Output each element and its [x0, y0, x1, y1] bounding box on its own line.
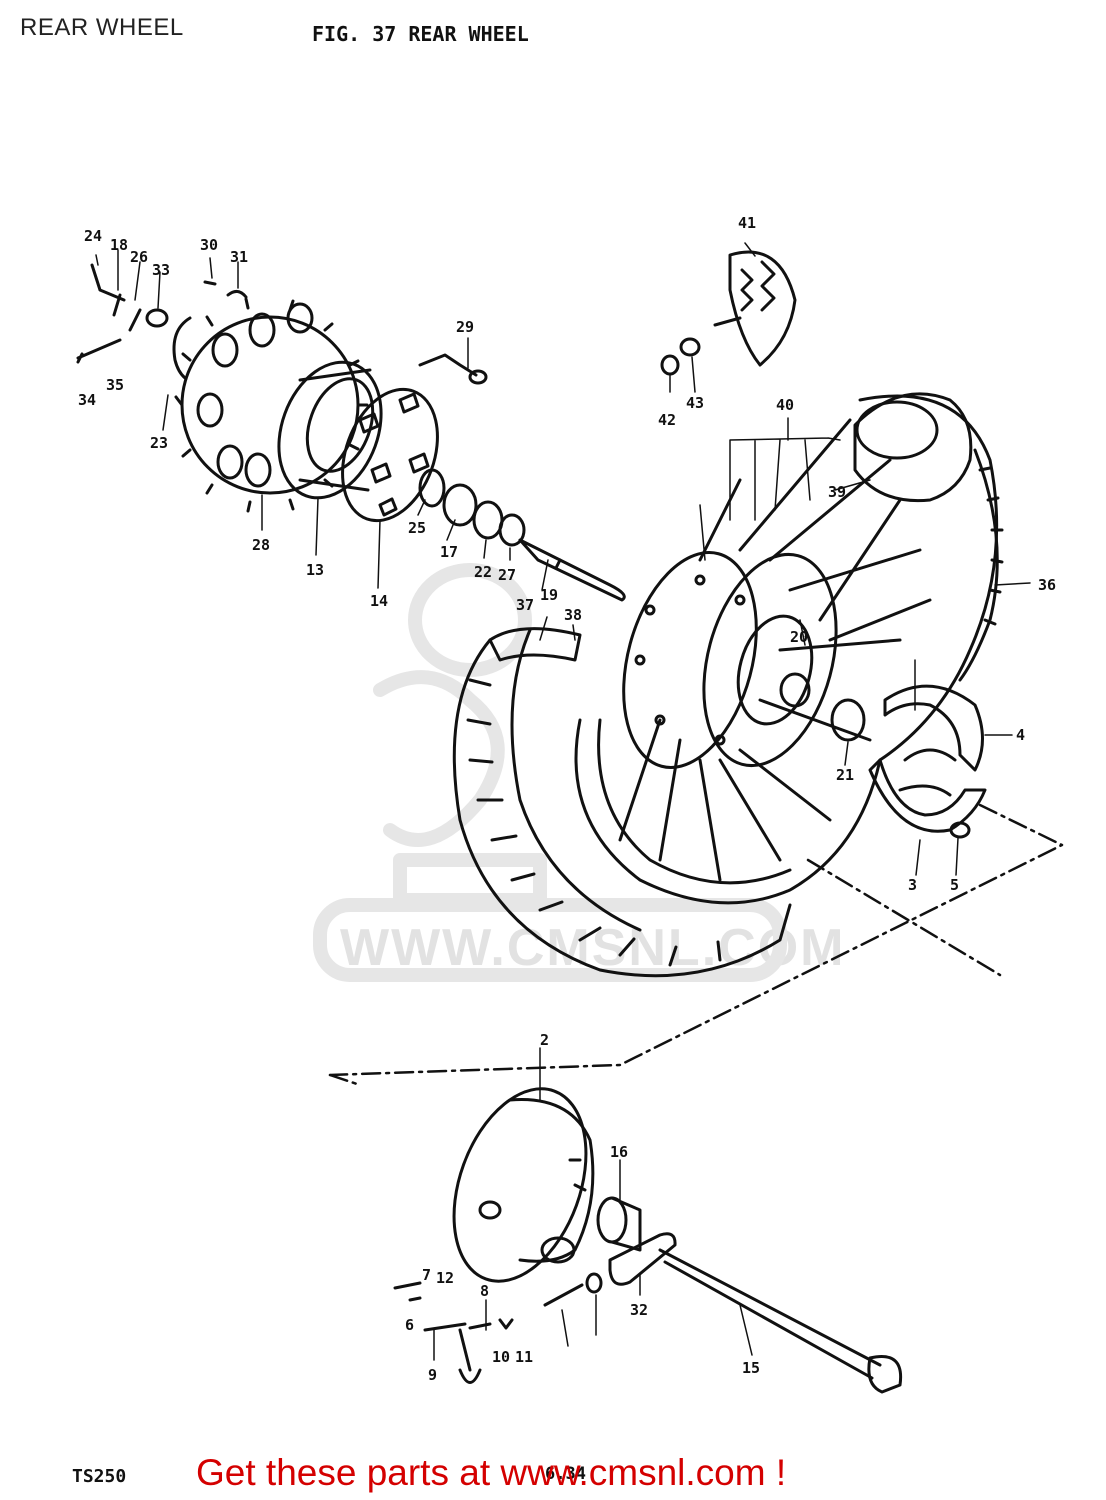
- part-label-5: 5: [950, 876, 959, 894]
- part-label-42: 42: [658, 411, 676, 429]
- part-label-6: 6: [405, 1316, 414, 1334]
- model-code: TS250: [72, 1466, 127, 1487]
- part-label-8: 8: [480, 1282, 489, 1300]
- part-label-36: 36: [1038, 576, 1056, 594]
- part-label-18: 18: [110, 236, 128, 254]
- part-label-2: 2: [540, 1031, 549, 1049]
- part-label-33: 33: [152, 261, 170, 279]
- spacer-19: [518, 538, 626, 602]
- part-label-14: 14: [370, 592, 388, 610]
- rear-sprocket: [174, 297, 369, 513]
- brake-shoes: [868, 684, 987, 839]
- part-label-34: 34: [78, 391, 96, 409]
- part-label-41: 41: [738, 214, 756, 232]
- get-parts-link[interactable]: Get these parts at www.cmsnl.com !: [196, 1452, 787, 1493]
- wheel-damper: [341, 387, 439, 523]
- part-label-20: 20: [790, 628, 808, 646]
- washer-35: [585, 1272, 603, 1294]
- exploded-parts-diagram: 2 3 4 5 6 7 8 9 10 11 12 13 14 15 16 17 …: [76, 214, 1064, 1394]
- brake-cam-lever: [596, 1196, 677, 1286]
- part-label-7: 7: [422, 1266, 431, 1284]
- part-label-3: 3: [908, 876, 917, 894]
- rear-axle: [658, 1248, 903, 1394]
- rim-lock-parts: [660, 250, 797, 376]
- part-label-15: 15: [742, 1359, 760, 1377]
- spacer-27: [498, 513, 526, 547]
- torque-link-parts: [393, 1281, 514, 1384]
- rear-rim: [574, 394, 999, 905]
- part-label-22: 22: [474, 563, 492, 581]
- rear-tube: [853, 392, 1004, 682]
- part-label-13: 13: [306, 561, 324, 579]
- part-label-12: 12: [436, 1269, 454, 1287]
- bolt-34: [543, 1283, 584, 1307]
- part-label-26: 26: [130, 248, 148, 266]
- part-29: [418, 353, 478, 377]
- bearing-22: [472, 500, 504, 540]
- part-label-25: 25: [408, 519, 426, 537]
- sprocket-fasteners: [76, 263, 248, 380]
- part-label-9: 9: [428, 1366, 437, 1384]
- washer-25: [418, 468, 446, 508]
- part-label-19: 19: [540, 586, 558, 604]
- part-label-24: 24: [84, 227, 102, 245]
- reference-lines: [328, 803, 1064, 1087]
- part-label-16: 16: [610, 1143, 628, 1161]
- brake-panel: [452, 1087, 595, 1283]
- rear-tire: [452, 627, 792, 978]
- page-title: REAR WHEEL: [20, 14, 184, 41]
- part-label-43: 43: [686, 394, 704, 412]
- part-label-27: 27: [498, 566, 516, 584]
- part-label-39: 39: [828, 483, 846, 501]
- part-label-17: 17: [440, 543, 458, 561]
- part-label-40: 40: [776, 396, 794, 414]
- part-label-32: 32: [630, 1301, 648, 1319]
- part-label-23: 23: [150, 434, 168, 452]
- part-label-31: 31: [230, 248, 248, 266]
- part-label-35: 35: [106, 376, 124, 394]
- part-label-10: 10: [492, 1348, 510, 1366]
- part-label-29: 29: [456, 318, 474, 336]
- part-label-37: 37: [516, 596, 534, 614]
- figure-title: FIG. 37 REAR WHEEL: [312, 22, 529, 46]
- part-label-28: 28: [252, 536, 270, 554]
- washer-17: [442, 483, 478, 527]
- bearing-21: [830, 698, 866, 742]
- part-label-38: 38: [564, 606, 582, 624]
- leader-lines: [95, 242, 1031, 1361]
- part-label-21: 21: [836, 766, 854, 784]
- part-label-30: 30: [200, 236, 218, 254]
- rear-hub: [622, 551, 838, 769]
- sprocket-drum: [277, 360, 383, 500]
- part-label-4: 4: [1016, 726, 1025, 744]
- part-label-11: 11: [515, 1348, 533, 1366]
- page-number: 6.34: [545, 1464, 586, 1484]
